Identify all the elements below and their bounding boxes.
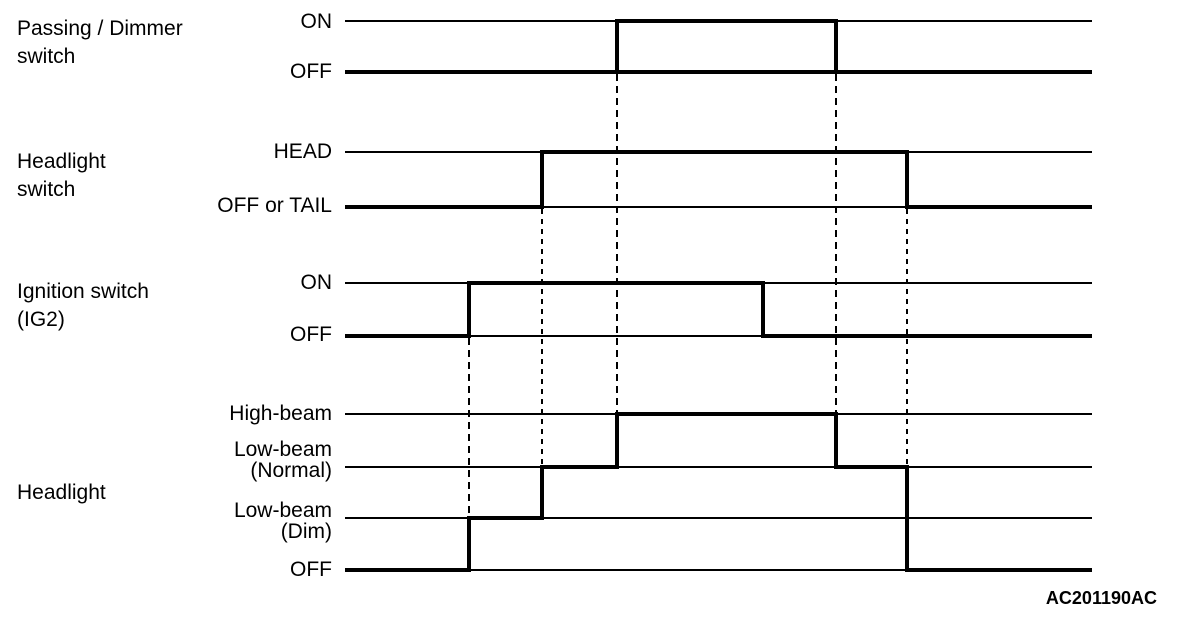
headlight-low-beam-normal-label-line2: (Normal) [250, 459, 332, 482]
headlight-off-active-right [907, 568, 1092, 572]
guide-passing-off [834, 74, 838, 413]
headlight-off-active-left [345, 568, 469, 572]
passing-on-label: ON [300, 10, 333, 33]
passing-rise-edge [615, 19, 619, 74]
headlight-dim-to-normal-edge [540, 465, 544, 520]
headlight-switch-head-label: HEAD [273, 140, 332, 163]
high-beam-ref-right [836, 413, 1092, 415]
guide-passing-on [615, 74, 619, 413]
ignition-on-label: ON [300, 271, 333, 294]
ignition-off-label: OFF [290, 323, 332, 346]
passing-fall-edge [834, 19, 838, 74]
figure-code: AC201190AC [1045, 588, 1157, 608]
low-normal-ref-3 [907, 466, 1092, 468]
low-dim-ref-left [345, 517, 469, 519]
passing-dimmer-switch-label-line2: switch [17, 45, 76, 68]
high-beam-ref-left [345, 413, 617, 415]
ignition-off-active-right [763, 334, 1092, 338]
headlight-off-ref-mid [469, 569, 907, 571]
ignition-switch-label-line1: Ignition switch [17, 280, 149, 303]
headlight-label: Headlight [17, 481, 106, 504]
passing-dimmer-switch-label-line1: Passing / Dimmer [17, 17, 183, 40]
guide-head-on [541, 209, 543, 466]
low-dim-active [469, 516, 542, 520]
off-tail-active-left [345, 205, 542, 209]
headlight-off-label: OFF [290, 558, 332, 581]
headlight-switch-off-or-tail-label: OFF or TAIL [217, 194, 332, 217]
headlight-high-to-normal-edge [834, 412, 838, 469]
headlight-off-to-dim-edge [467, 516, 471, 572]
passing-on-active [617, 19, 836, 23]
low-normal-active-1 [542, 465, 617, 469]
head-fall-edge [905, 150, 909, 209]
low-normal-ref-1 [345, 466, 542, 468]
ignition-off-active-left [345, 334, 469, 338]
high-beam-active [617, 412, 836, 416]
headlight-switch-label-line1: Headlight [17, 150, 106, 173]
head-rise-edge [540, 150, 544, 209]
head-ref-left [345, 151, 542, 153]
head-ref-right [907, 151, 1092, 153]
headlight-switch-label-line2: switch [17, 178, 76, 201]
ignition-on-ref-left [345, 282, 469, 284]
guide-ignition-on [467, 338, 471, 517]
head-active [542, 150, 907, 154]
low-dim-ref-right [542, 517, 1092, 519]
headlight-low-beam-dim-label-line1: Low-beam [233, 499, 332, 522]
ignition-rise-edge [467, 281, 471, 338]
passing-off-line [345, 70, 1092, 74]
ignition-switch-label-line2: (IG2) [17, 308, 65, 331]
headlight-normal-to-high-edge [615, 412, 619, 469]
headlight-normal-to-off-edge [905, 465, 909, 572]
ignition-on-ref-right [763, 282, 1092, 284]
headlight-low-beam-dim-label-line2: (Dim) [280, 520, 332, 543]
passing-on-ref-left [345, 20, 617, 22]
off-tail-active-right [907, 205, 1092, 209]
headlight-low-beam-normal-label-line1: Low-beam [233, 438, 332, 461]
passing-on-ref-right [836, 20, 1092, 22]
low-normal-active-2 [836, 465, 907, 469]
passing-off-label: OFF [290, 60, 332, 83]
low-normal-ref-2 [617, 466, 836, 468]
ignition-fall-edge [761, 281, 765, 338]
off-tail-ref-mid [542, 206, 907, 208]
headlight-high-beam-label: High-beam [229, 402, 332, 425]
guide-head-off [906, 209, 908, 466]
